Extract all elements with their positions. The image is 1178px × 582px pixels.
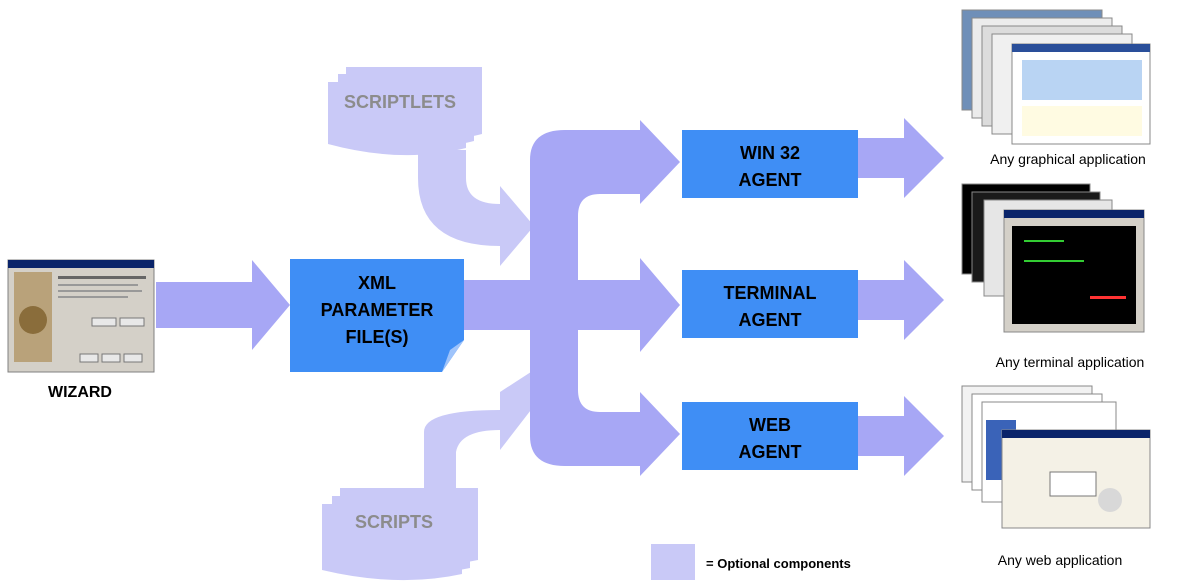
terminal-application-screenshots [961, 183, 1145, 333]
branch-trunk [530, 120, 680, 476]
scriptlets-label: SCRIPTLETS [344, 92, 456, 112]
arrow-scriptlets-curve [418, 150, 534, 266]
scriptlets-stack [328, 67, 482, 156]
arrow-scripts-curve [376, 370, 534, 500]
xml-file-label-line-1: XML [358, 273, 396, 293]
optional-legend-swatch [651, 544, 695, 580]
terminal-agent-line-1: TERMINAL [724, 283, 817, 303]
terminal-agent-line-2: AGENT [739, 310, 802, 330]
graphical-application-caption: Any graphical application [990, 151, 1146, 167]
arrow-terminal-to-app [856, 260, 944, 340]
win32-agent-box: WIN 32 AGENT [682, 130, 858, 198]
web-agent-line-2: AGENT [739, 442, 802, 462]
scripts-label: SCRIPTS [355, 512, 433, 532]
arrow-win32-to-app [856, 118, 944, 198]
scripts-stack [322, 488, 478, 581]
optional-legend-text: = Optional components [706, 556, 851, 571]
xml-file-label-line-3: FILE(S) [346, 327, 409, 347]
web-agent-box: WEB AGENT [682, 402, 858, 470]
win32-agent-line-2: AGENT [739, 170, 802, 190]
arrow-web-to-app [856, 396, 944, 476]
xml-file-label-line-2: PARAMETER [321, 300, 434, 320]
arrow-wizard-to-xml [156, 260, 290, 350]
web-agent-line-1: WEB [749, 415, 791, 435]
graphical-application-screenshots [961, 9, 1151, 145]
xml-parameter-file: XML PARAMETER FILE(S) [290, 259, 464, 372]
wizard-label: WIZARD [48, 384, 112, 401]
web-application-screenshots [961, 385, 1151, 529]
terminal-application-caption: Any terminal application [995, 354, 1145, 370]
wizard-screenshot [7, 259, 155, 373]
terminal-agent-box: TERMINAL AGENT [682, 270, 858, 338]
win32-agent-line-1: WIN 32 [740, 143, 800, 163]
web-application-caption: Any web application [997, 552, 1123, 568]
